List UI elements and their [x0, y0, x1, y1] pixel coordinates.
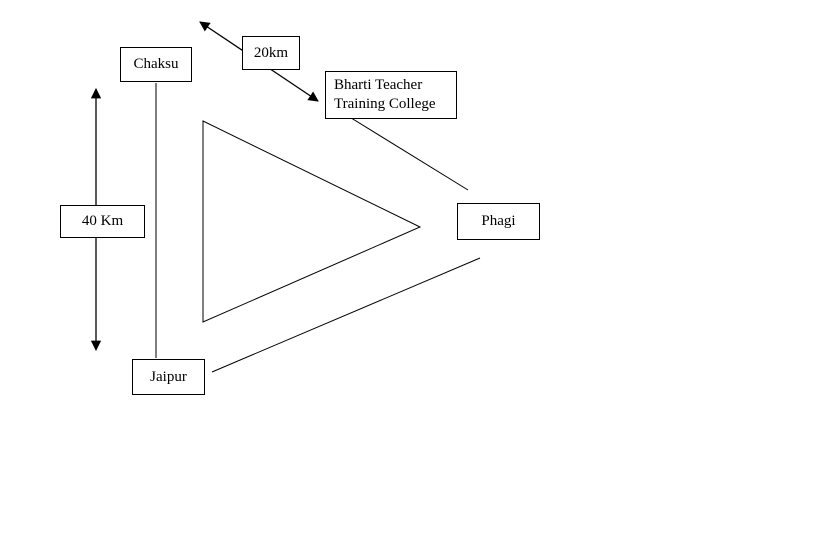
distance-40km-text: 40 Km	[81, 213, 124, 230]
college-phagi-line	[334, 107, 469, 191]
node-phagi: Phagi	[457, 203, 540, 240]
node-college: Bharti Teacher Training College	[325, 71, 457, 119]
jaipur-phagi-line	[211, 257, 481, 373]
distance-label-20km: 20km	[242, 36, 300, 70]
node-jaipur-label: Jaipur	[150, 368, 187, 385]
node-jaipur: Jaipur	[132, 359, 205, 395]
node-chaksu-label: Chaksu	[133, 56, 179, 73]
distance-label-40km: 40 Km	[60, 205, 145, 238]
node-college-label-line2: Training College	[334, 96, 436, 112]
node-phagi-label: Phagi	[481, 213, 516, 230]
node-chaksu: Chaksu	[120, 47, 192, 82]
distance-20km-text: 20km	[253, 44, 289, 61]
node-college-label-line1: Bharti Teacher	[334, 77, 423, 94]
triangle-shape	[202, 120, 422, 323]
